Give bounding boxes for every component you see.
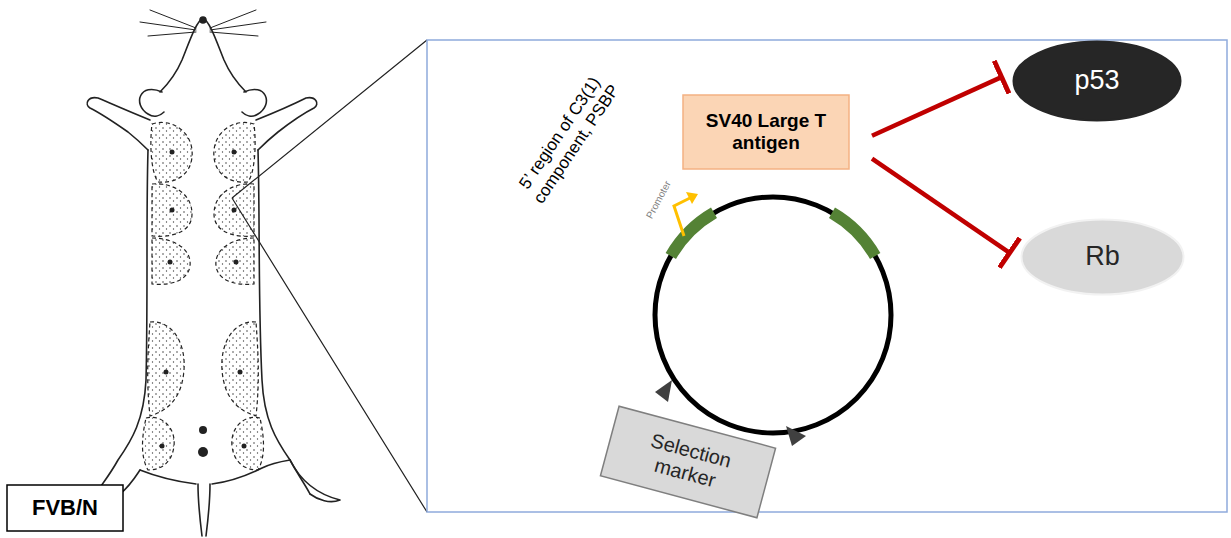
protein-ellipse: Rb: [1020, 218, 1185, 296]
promoter-arrowhead: [686, 192, 698, 204]
mouse-drawing: [87, 10, 340, 536]
node-text: SV40 Large T antigen: [692, 110, 840, 154]
shape-fill: [1022, 220, 1184, 295]
promoter-label: Promoter: [643, 179, 672, 221]
promoter-arrow: [674, 198, 690, 236]
marker-box: Selection marker: [599, 405, 777, 519]
zoom-panel: [427, 40, 1227, 512]
plasmid-arrowhead: [786, 426, 806, 446]
mammary-glands: [143, 122, 264, 470]
strain-label-box: FVB/N: [6, 484, 124, 532]
protein-ellipse: p53: [1012, 40, 1182, 122]
node-text: Rb: [1085, 241, 1120, 272]
node-text: Selection marker: [613, 421, 764, 503]
inhibition-line: [872, 159, 1010, 254]
node-text: FVB/N: [32, 495, 98, 520]
gene-box: SV40 Large T antigen: [682, 94, 850, 170]
nipple-dots: [160, 150, 247, 458]
plasmid-circle: [655, 197, 891, 433]
plasmid-insert-arc: [832, 213, 875, 256]
shape-fill: [7, 485, 123, 531]
shape-fill: [683, 95, 849, 169]
plasmid-arrowhead: [655, 380, 672, 402]
shape-fill: [1014, 42, 1181, 121]
node-text: p53: [1074, 65, 1119, 96]
promoter-region-label: 5’ region of C3(1) component, PSBP: [507, 61, 629, 216]
shape-fill: [600, 406, 775, 517]
zoom-line: [232, 40, 427, 512]
inhibition-line: [872, 77, 1002, 136]
